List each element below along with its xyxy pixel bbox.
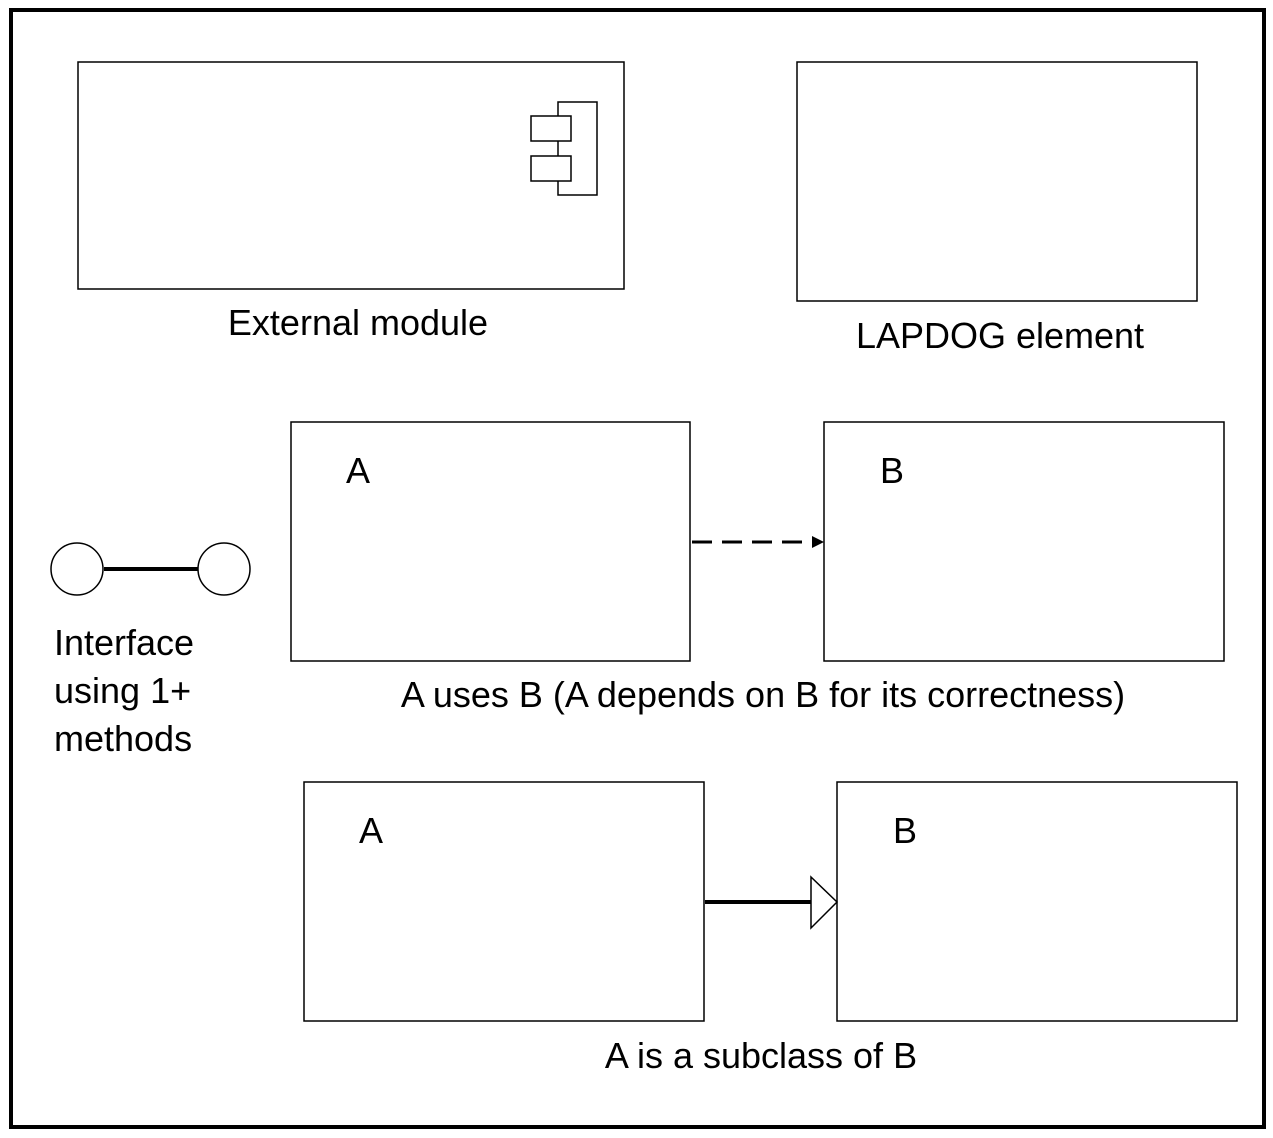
uses-box-b — [823, 421, 1225, 662]
interface-legend: Interface using 1+ methods — [50, 542, 251, 759]
lapdog-element-caption: LAPDOG element — [856, 315, 1144, 356]
uses-box-a — [290, 421, 691, 662]
lapdog-element-box — [796, 61, 1198, 302]
uses-box-b-label: B — [880, 450, 904, 491]
dashed-dependency-arrow — [692, 536, 824, 548]
interface-lollipop-icon — [50, 542, 251, 596]
hollow-triangle-generalization-arrow — [705, 875, 839, 930]
uses-box-a-label: A — [346, 450, 370, 491]
subclass-box-b-label: B — [893, 810, 917, 851]
interface-caption-line-2: using 1+ — [54, 670, 191, 711]
component-icon — [530, 101, 598, 196]
subclass-box-b — [836, 781, 1238, 1022]
subclass-box-a-label: A — [359, 810, 383, 851]
uses-caption: A uses B (A depends on B for its correct… — [401, 674, 1125, 715]
interface-caption-line-3: methods — [54, 718, 192, 759]
interface-caption-line-1: Interface — [54, 622, 194, 663]
subclass-caption: A is a subclass of B — [605, 1035, 917, 1076]
outer-frame — [9, 8, 1266, 1129]
subclass-box-a — [303, 781, 705, 1022]
subclass-relation-legend: A B A is a subclass of B — [303, 781, 1238, 1076]
external-module-caption: External module — [228, 302, 488, 343]
external-module-legend: External module — [77, 61, 625, 343]
lapdog-element-legend: LAPDOG element — [796, 61, 1198, 356]
uses-relation-legend: A B A uses B (A depends on B for its cor… — [290, 421, 1225, 715]
